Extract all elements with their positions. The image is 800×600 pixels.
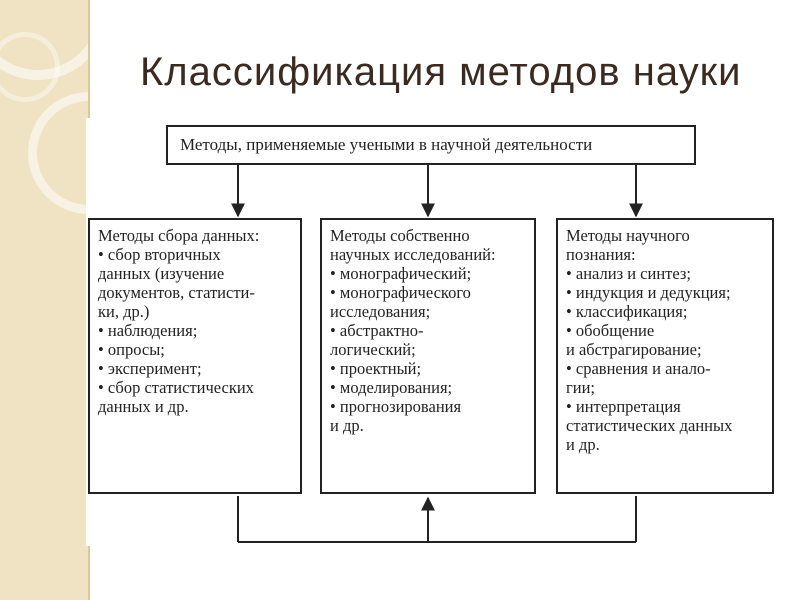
method-line: научных исследований: <box>330 245 496 264</box>
method-line: познания: <box>566 245 636 264</box>
method-line: • сравнения и анало- <box>566 359 711 378</box>
method-line: • анализ и синтез; <box>566 264 692 283</box>
method-line: • эксперимент; <box>98 359 202 378</box>
method-line: • обобщение <box>566 321 655 340</box>
method-line: • сбор статистических <box>98 378 254 397</box>
method-line: исследования; <box>330 302 431 321</box>
methods-diagram: Методы, применяемые учеными в научной де… <box>86 118 776 546</box>
decorative-ring <box>0 32 60 102</box>
method-line: • моделирования; <box>330 378 453 397</box>
method-line: Методы научного <box>566 226 690 245</box>
method-line: логический; <box>330 340 416 359</box>
method-line: • сбор вторичных <box>98 245 221 264</box>
method-line: документов, статисти- <box>98 283 255 302</box>
method-line: • проектный; <box>330 359 422 378</box>
method-line: и абстрагирование; <box>566 340 702 359</box>
method-line: • индукция и дедукция; <box>566 283 731 302</box>
slide-title: Классификация методов науки <box>140 50 742 94</box>
method-line: данных (изучение <box>98 264 225 283</box>
method-line: • интерпретация <box>566 397 681 416</box>
method-line: • опросы; <box>98 340 165 359</box>
decorative-sidebar <box>0 0 150 600</box>
method-line: статистических данных <box>566 416 733 435</box>
method-line: и др. <box>566 435 600 454</box>
method-line: и др. <box>330 416 364 435</box>
method-line: ки, др.) <box>98 302 150 321</box>
method-line: • классификация; <box>566 302 688 321</box>
connector-lines <box>231 165 643 543</box>
method-line: • монографического <box>330 283 471 302</box>
method-line: • монографический; <box>330 264 472 283</box>
top-methods-box: Методы, применяемые учеными в научной де… <box>166 125 696 165</box>
method-line: • наблюдения; <box>98 321 198 340</box>
method-line: Методы собственно <box>330 226 470 245</box>
method-line: гии; <box>566 378 596 397</box>
method-line: • прогнозирования <box>330 397 462 416</box>
method-line: данных и др. <box>98 397 189 416</box>
method-line: • абстрактно- <box>330 321 424 340</box>
method-line: Методы сбора данных: <box>98 226 260 245</box>
